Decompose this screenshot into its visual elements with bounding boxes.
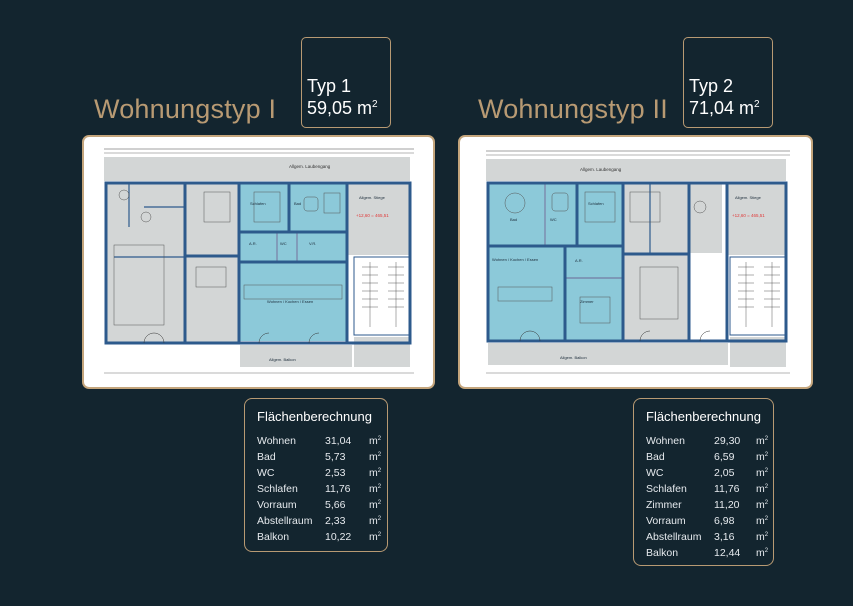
type1-floor-plan: Allgem. Laubengang	[82, 135, 435, 389]
type1-wohnen-label: Wohnen / Kochen / Essen	[267, 299, 313, 304]
type2-wohnen-label: Wohnen / Kochen / Essen	[492, 257, 538, 262]
type2-ar-label: A.R.	[575, 258, 583, 263]
type2-floor-plan: Allgem. Laubengang	[458, 135, 813, 389]
type1-floor-plan-drawing: Allgem. Laubengang	[104, 148, 414, 374]
type1-table-heading: Flächenberechnung	[257, 409, 372, 424]
type2-bad-label: Bad	[510, 217, 517, 222]
type2-zimmer-label: Zimmer	[580, 299, 594, 304]
type1-schlafen-label: Schlafen	[250, 201, 266, 206]
type1-balkon-label: Allgem. Balkon	[269, 357, 296, 362]
type2-stiege-label: Allgem. Stiege	[735, 195, 762, 200]
type2-label-box: Typ 2 71,04 m2	[683, 37, 773, 128]
type1-heading: Wohnungstyp I	[94, 94, 277, 124]
type1-wc-label: WC	[280, 241, 287, 246]
type1-label-box: Typ 1 59,05 m2	[301, 37, 391, 128]
type2-floor-plan-drawing: Allgem. Laubengang	[486, 150, 790, 374]
type2-heading: Wohnungstyp II	[478, 94, 668, 124]
type2-schlafen-label: Schlafen	[588, 201, 604, 206]
type1-area: 59,05 m2	[307, 98, 378, 118]
type2-laubengang-label: Allgem. Laubengang	[580, 167, 622, 172]
type1-vr-label: V.R.	[309, 241, 316, 246]
type1-level-label: +12,60 = 465,51	[356, 213, 389, 218]
type1-laubengang-label: Allgem. Laubengang	[289, 164, 331, 169]
type1-stiege-label: Allgem. Stiege	[359, 195, 386, 200]
type1-ar-label: A.R.	[249, 241, 257, 246]
type2-balkon-label: Allgem. Balkon	[560, 355, 587, 360]
type2-label: Typ 2	[689, 76, 734, 96]
type2-area: 71,04 m2	[689, 98, 760, 118]
type1-bad-label: Bad	[294, 201, 301, 206]
type1-label: Typ 1	[307, 76, 352, 96]
type2-level-label: +12,60 = 465,51	[732, 213, 765, 218]
type2-wc-label: WC	[550, 217, 557, 222]
type2-table-heading: Flächenberechnung	[646, 409, 761, 424]
